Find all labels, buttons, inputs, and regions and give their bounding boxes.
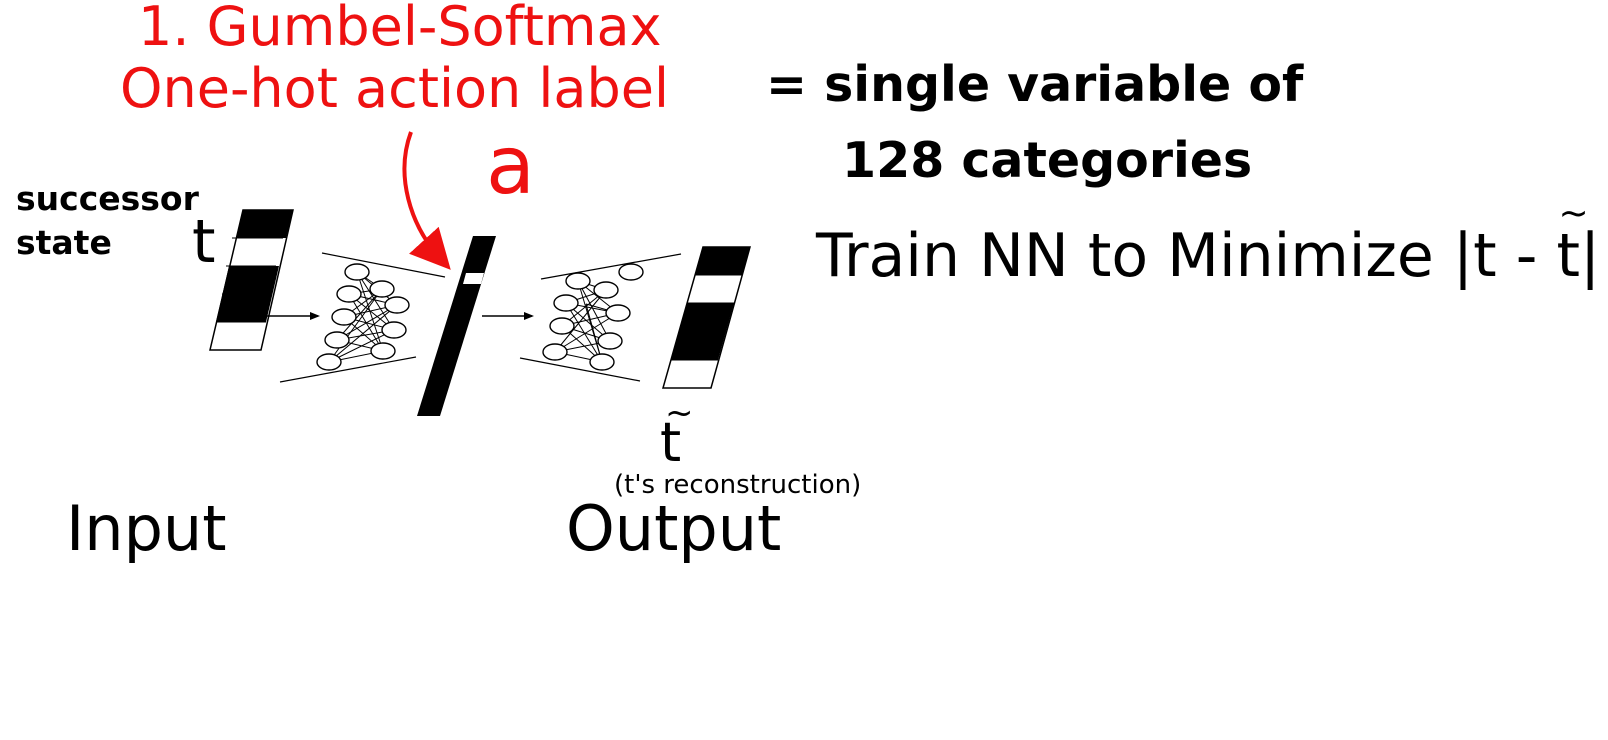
gumbel-pointer-arrow: [402, 131, 451, 270]
abs-bar-right: |: [1580, 221, 1601, 291]
encoder-network: [279, 252, 446, 383]
input-label: Input: [66, 492, 227, 565]
latent-action-vector: [417, 236, 496, 416]
objective-minus: -: [1496, 221, 1557, 291]
categories-note: 128 categories: [842, 132, 1253, 189]
abs-bar-left: |: [1452, 221, 1474, 291]
action-symbol-a: a: [486, 119, 536, 212]
successor-label: successor: [16, 179, 199, 218]
objective-t: t: [1473, 221, 1497, 291]
objective-prefix: Train NN to Minimize: [816, 221, 1453, 291]
single-variable-note: = single variable of: [766, 56, 1304, 113]
training-objective: Train NN to Minimize |t - ~t|: [816, 196, 1600, 287]
output-symbol-t: t: [660, 411, 682, 474]
input-state-vector: [209, 209, 294, 351]
gumbel-softmax-title: 1. Gumbel-Softmax: [138, 0, 662, 58]
input-symbol-t: t: [192, 207, 216, 277]
one-hot-action-label: One-hot action label: [120, 57, 670, 120]
output-tilde: ~: [665, 393, 694, 433]
objective-t-tilde-letter: t: [1556, 221, 1580, 291]
output-state-vector: [662, 246, 751, 389]
objective-tilde-mark: ~: [1558, 193, 1589, 234]
decoder-network: [519, 253, 682, 382]
objective-t-tilde: ~t: [1556, 196, 1588, 287]
reconstruction-note: (t's reconstruction): [614, 470, 862, 500]
state-label: state: [16, 223, 112, 262]
output-label: Output: [566, 492, 782, 565]
